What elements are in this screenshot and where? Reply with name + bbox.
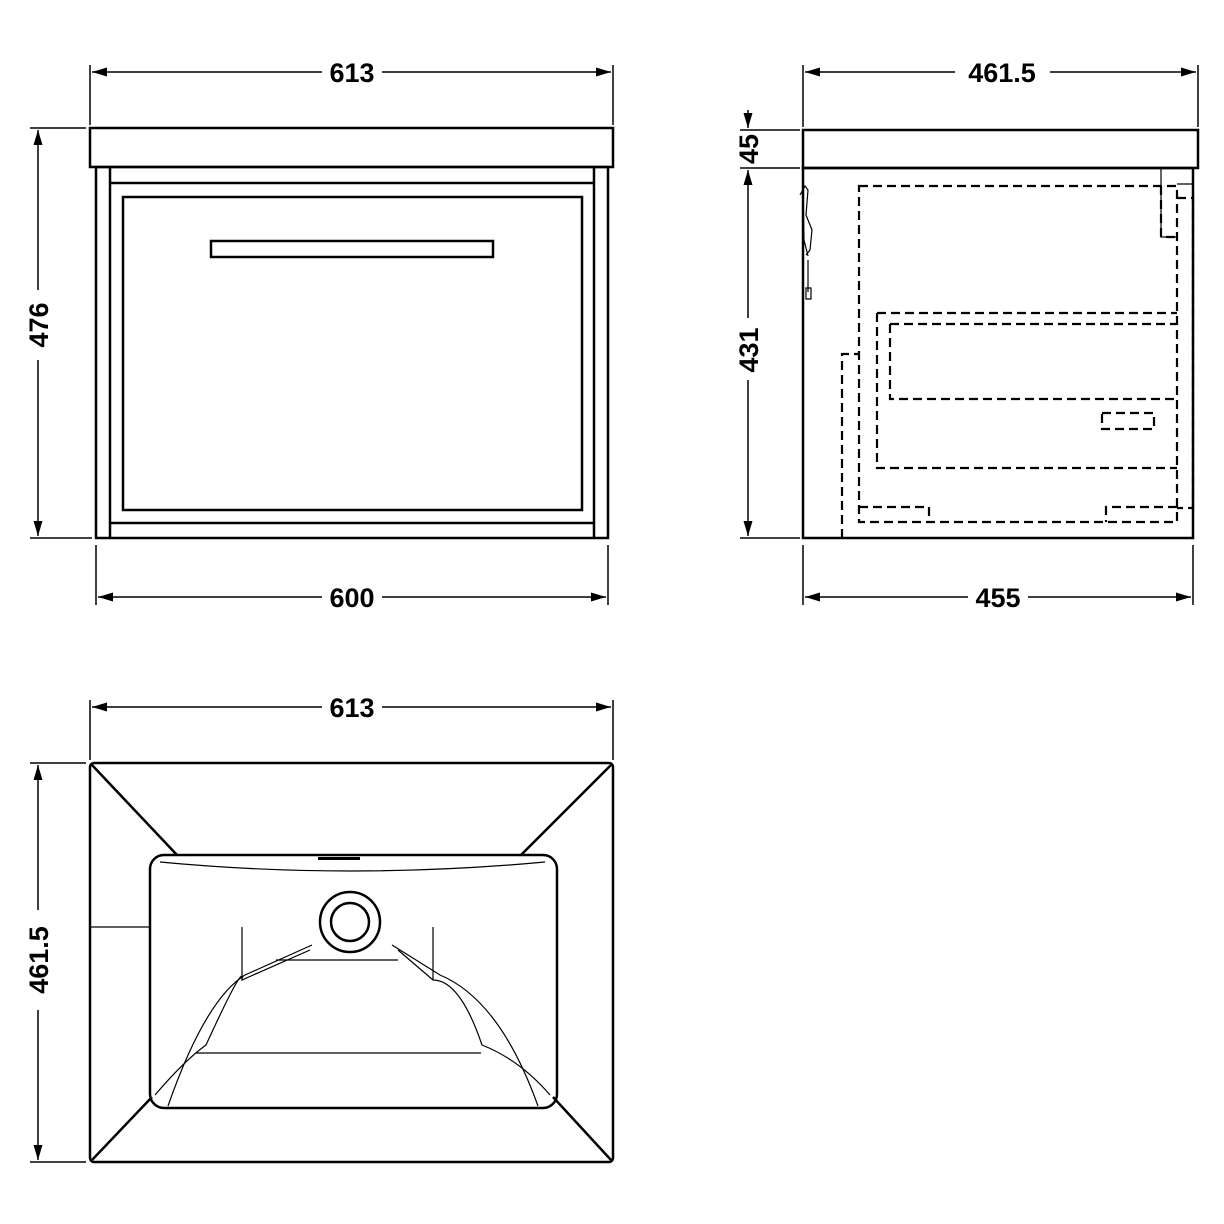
waste-inner <box>329 901 371 943</box>
drawer-handle <box>209 239 495 259</box>
dim-cabinet-height: 431 <box>734 327 764 372</box>
extension-lines <box>30 65 614 605</box>
dim-front-width-bottom: 600 <box>329 583 374 613</box>
side-view: 461.5 45 431 455 <box>734 58 1200 613</box>
dim-front-height: 476 <box>24 302 54 347</box>
hidden-carcass <box>857 184 1179 524</box>
cabinet-outer <box>94 165 610 540</box>
hidden-drawer-box <box>875 186 1195 510</box>
hidden-feet <box>840 352 1177 538</box>
front-view: 613 476 600 <box>24 58 615 613</box>
dim-plan-depth: 461.5 <box>24 926 54 994</box>
basin-outline <box>88 761 615 1164</box>
hidden-handle <box>1100 411 1156 431</box>
extension-lines <box>740 65 1199 605</box>
dim-side-depth-bottom: 455 <box>975 583 1020 613</box>
dim-side-depth-top: 461.5 <box>968 58 1036 88</box>
dim-plan-width: 613 <box>329 693 374 723</box>
side-top <box>801 128 1200 170</box>
wall-bracket <box>799 184 813 300</box>
corner-diagonals <box>91 764 612 1161</box>
dim-top-thickness: 45 <box>734 134 764 164</box>
side-cabinet <box>801 166 1195 540</box>
overflow-slot <box>318 857 360 860</box>
dim-front-width-top: 613 <box>329 58 374 88</box>
bowl-contour-outer <box>154 949 551 1096</box>
cabinet-frame <box>108 167 596 538</box>
plan-view: 613 461.5 <box>24 693 615 1164</box>
drawer-front <box>121 195 584 512</box>
bowl-contour-inner <box>167 944 539 1107</box>
basin-bowl <box>148 853 559 1110</box>
waste-outer <box>318 890 382 954</box>
bowl-contour-lines <box>90 861 546 1054</box>
basin-top <box>88 126 615 169</box>
extension-lines <box>30 700 614 1163</box>
